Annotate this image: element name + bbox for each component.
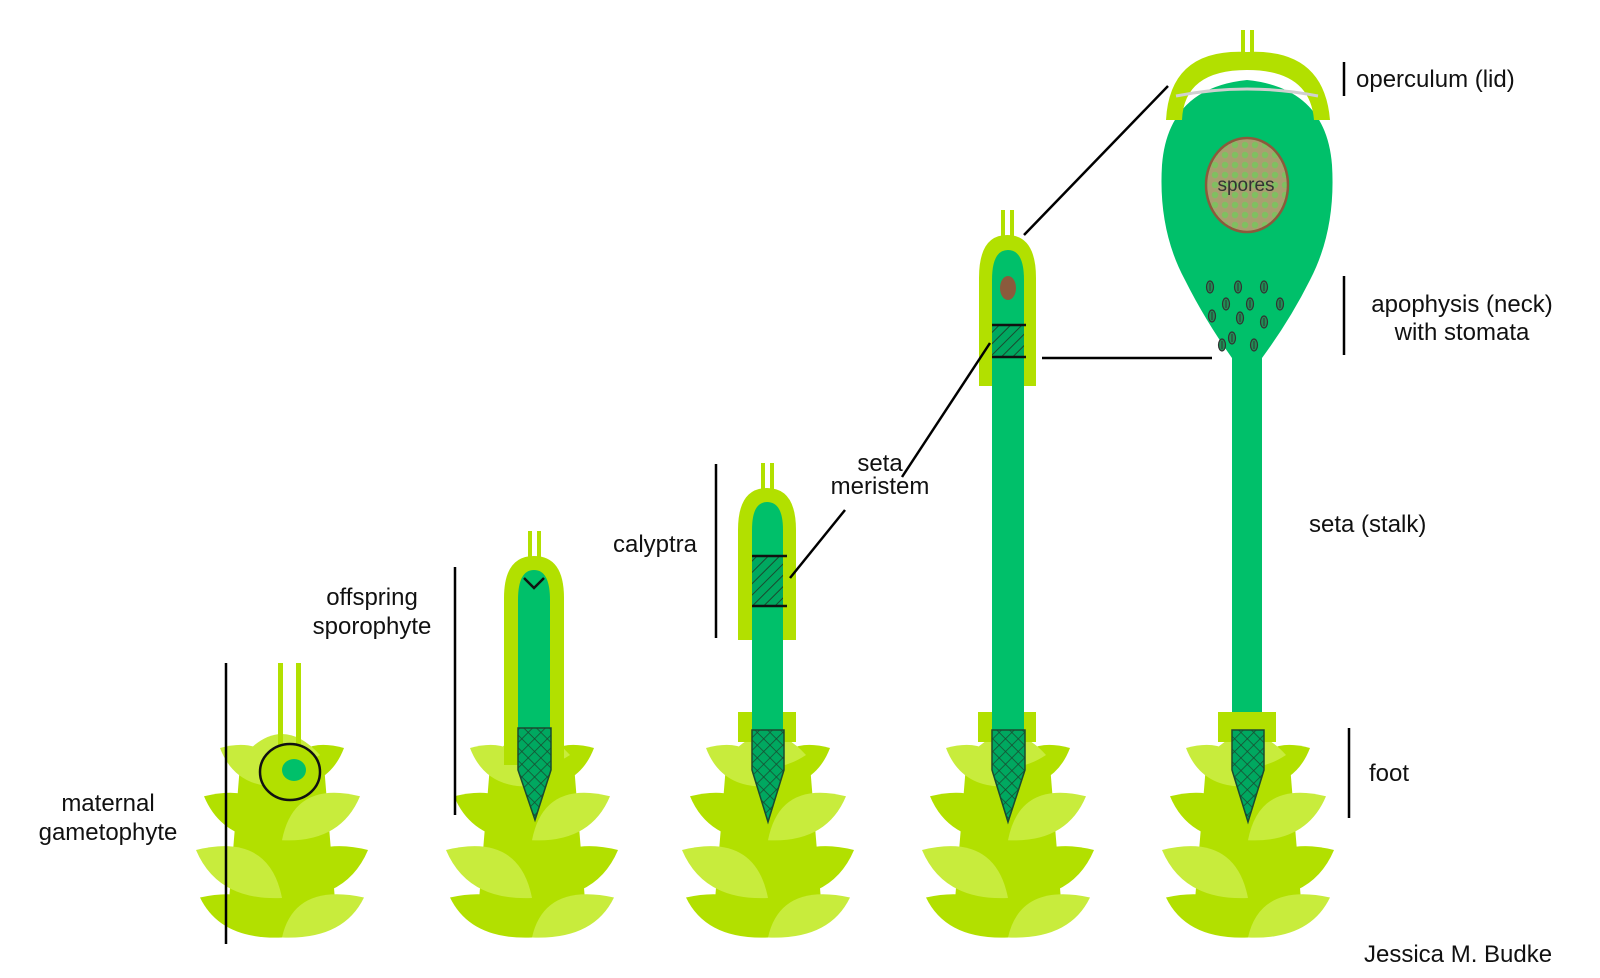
gametophyte-leaf — [532, 894, 614, 938]
gametophyte-leaf — [1008, 846, 1094, 899]
label-apophysis: apophysis (neck) — [1371, 291, 1552, 318]
gametophyte-leaf — [1166, 894, 1248, 938]
seta-meristem-stage-4 — [992, 325, 1024, 357]
gametophyte-leaf — [686, 894, 768, 938]
gametophyte-shoot-4 — [922, 734, 1094, 938]
gametophyte-leaf — [682, 846, 768, 899]
gametophyte-leaf — [446, 846, 532, 899]
embryo — [282, 759, 306, 781]
gametophyte-leaf — [1008, 894, 1090, 938]
gametophyte-leaf — [196, 846, 282, 899]
gametophyte-leaf — [200, 894, 282, 938]
label-gametophyte: gametophyte — [39, 819, 178, 846]
gametophyte-leaf — [930, 792, 1008, 841]
foot-stage-2 — [517, 727, 552, 823]
label-seta: seta — [857, 450, 903, 477]
gametophyte-leaf — [282, 846, 368, 899]
stage-1-embryo — [258, 663, 322, 802]
foot-stage-4 — [991, 729, 1026, 825]
stage-4-elongated-seta — [978, 210, 1036, 825]
bracket-lines — [224, 62, 1351, 944]
gametophyte-leaf — [926, 894, 1008, 938]
spore-mass-stage-4 — [1000, 276, 1016, 300]
foot-stage-5 — [1231, 729, 1265, 825]
gametophyte-leaf — [532, 792, 610, 841]
gametophyte-leaf — [450, 894, 532, 938]
label-seta-stalk: seta (stalk) — [1309, 511, 1426, 538]
label-operculum: operculum (lid) — [1356, 66, 1515, 93]
gametophyte-shoot-5 — [1162, 734, 1334, 938]
credit: Jessica M. Budke — [1364, 941, 1552, 968]
stage-2-young-sporophyte — [504, 531, 564, 823]
label-offspring: offspring — [326, 584, 418, 611]
gametophyte-leaf — [532, 846, 618, 899]
stage-5-mature-capsule — [1161, 30, 1333, 825]
gametophyte-leaf — [1248, 792, 1326, 841]
gametophyte-leaf — [454, 792, 532, 841]
gametophyte-leaf — [282, 792, 360, 841]
gametophyte-leaf — [1170, 792, 1248, 841]
gametophyte-leaf — [1248, 894, 1330, 938]
gametophyte-leaf — [768, 894, 850, 938]
operculum — [1166, 51, 1330, 120]
gametophyte-leaf — [922, 846, 1008, 899]
gametophyte-leaf — [1008, 792, 1086, 841]
gametophyte-leaf — [1248, 846, 1334, 899]
gametophyte-leaf — [282, 894, 364, 938]
gametophyte-leaf — [1162, 846, 1248, 899]
gametophyte-leaf — [204, 792, 282, 841]
stomata — [1205, 280, 1285, 352]
label-with-stomata: with stomata — [1394, 319, 1530, 346]
gametophyte-leaf — [768, 846, 854, 899]
gametophyte-leaf — [690, 792, 768, 841]
seta-meristem-stage-3 — [752, 556, 783, 606]
spore-sac — [1204, 136, 1290, 234]
foot-stage-3 — [751, 729, 785, 825]
gametophyte-leaf — [768, 792, 846, 841]
stage-3-calyptra-stage — [738, 463, 796, 825]
labels: maternal gametophyte offspring sporophyt… — [39, 66, 1553, 968]
label-meristem: meristem — [831, 473, 930, 500]
leader-lines — [789, 85, 1212, 579]
label-maternal: maternal — [61, 790, 154, 817]
label-foot: foot — [1369, 760, 1409, 787]
label-sporophyte: sporophyte — [313, 613, 432, 640]
label-calyptra: calyptra — [613, 531, 698, 558]
label-spores: spores — [1217, 175, 1274, 196]
